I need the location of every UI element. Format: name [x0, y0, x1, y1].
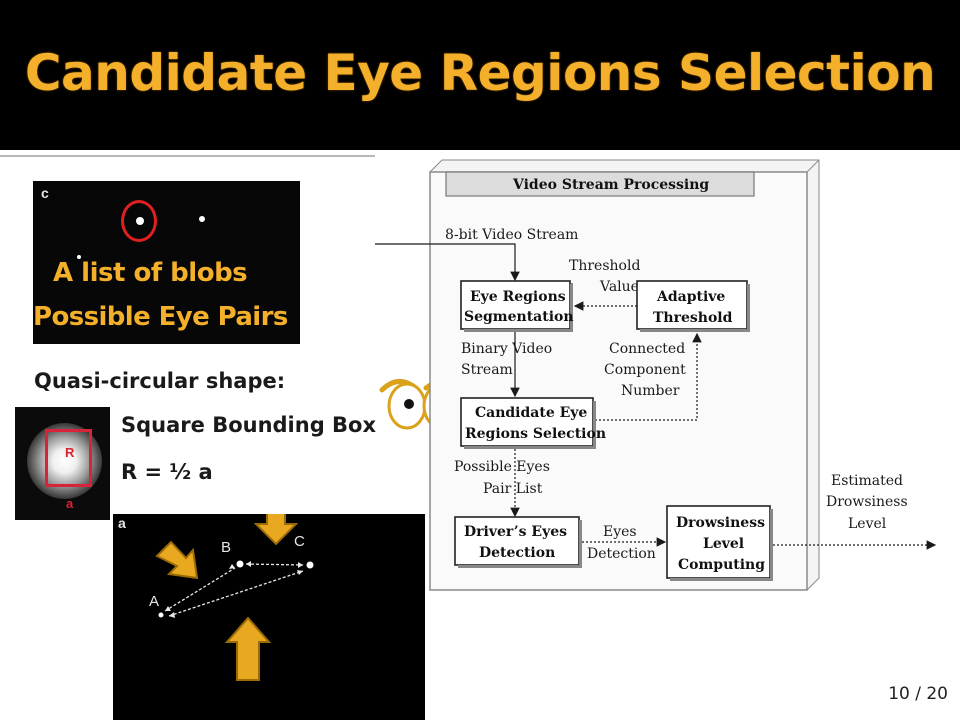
blob-caption-pairs: Possible Eye Pairs [33, 302, 288, 332]
connected-line1: Connected [609, 341, 685, 357]
cand-line1: Candidate Eye [475, 405, 587, 421]
blob-dot-small [77, 255, 81, 259]
eye-pair-geometry-image: a B C A [113, 514, 425, 720]
eye-seg-line2: Segmentation [464, 309, 574, 325]
cand-line2: Regions Selection [465, 426, 606, 442]
radius-letter: R [65, 445, 75, 460]
adaptive-threshold-box [636, 280, 748, 330]
driver-eyes-box [454, 516, 580, 566]
eyes-det-line1: Eyes [603, 524, 637, 540]
point-label-b: B [221, 539, 231, 556]
threshold-value-line2: Value [599, 279, 639, 295]
bounding-box-label: Square Bounding Box [121, 413, 377, 437]
title-band: Candidate Eye Regions Selection [0, 0, 960, 150]
driver-line2: Detection [479, 545, 555, 561]
point-label-c: C [294, 533, 305, 550]
blob-dot-right [199, 216, 205, 222]
eye-segmentation-box [460, 280, 571, 330]
eye-seg-line1: Eye Regions [470, 289, 566, 305]
drowsiness-box [666, 505, 771, 579]
drowsy-line1: Drowsiness [676, 515, 765, 531]
adaptive-line2: Threshold [653, 310, 733, 326]
point-c [306, 561, 314, 569]
outer-title: Video Stream Processing [512, 177, 709, 193]
threshold-value-line1: Threshold [569, 258, 640, 274]
estimated-line1: Estimated [831, 473, 903, 489]
processing-flow-diagram: Video Stream Processing 8-bit Video Stre… [375, 159, 937, 591]
radius-rule-label: R = ½ a [121, 460, 213, 484]
pairs-line1: Possible Eyes [454, 459, 550, 475]
blob-image-letter: c [41, 185, 49, 201]
driver-line1: Driver’s Eyes [464, 524, 567, 540]
arrow-down-icon [253, 514, 299, 546]
input-label: 8-bit Video Stream [445, 227, 578, 243]
bounding-box-image: R a [15, 407, 110, 520]
arrow-diagonal-icon [155, 540, 199, 580]
header-bar [445, 171, 755, 197]
binary-line2: Stream [461, 362, 513, 378]
page-number: 10 / 20 [888, 684, 948, 704]
point-label-a: A [149, 593, 159, 610]
blob-highlight-circle [121, 200, 157, 242]
eyes-det-line2: Detection [587, 546, 656, 562]
candidate-selection-box [460, 397, 594, 447]
point-b [236, 560, 244, 568]
divider-line [0, 155, 375, 157]
drowsy-line2: Level [703, 536, 744, 552]
arrow-up-shape [224, 616, 272, 681]
blob-caption-blobs: A list of blobs [53, 258, 248, 288]
estimated-line3: Level [848, 516, 887, 532]
adaptive-line1: Adaptive [656, 289, 725, 305]
slide-title: Candidate Eye Regions Selection [24, 44, 936, 102]
blob-image-panel: c A list of blobs Possible Eye Pairs [33, 181, 300, 344]
drowsy-line3: Computing [678, 557, 765, 573]
connected-line2: Component [604, 362, 686, 378]
quasi-circular-heading: Quasi-circular shape: [34, 369, 286, 393]
point-a [158, 612, 164, 618]
bounding-square [45, 429, 92, 487]
binary-line1: Binary Video [461, 341, 552, 357]
pairs-line2: Pair List [483, 481, 543, 497]
estimated-line2: Drowsiness [826, 494, 908, 510]
side-letter: a [66, 496, 74, 511]
connected-line3: Number [621, 383, 680, 399]
geometry-corner-letter: a [118, 515, 126, 531]
